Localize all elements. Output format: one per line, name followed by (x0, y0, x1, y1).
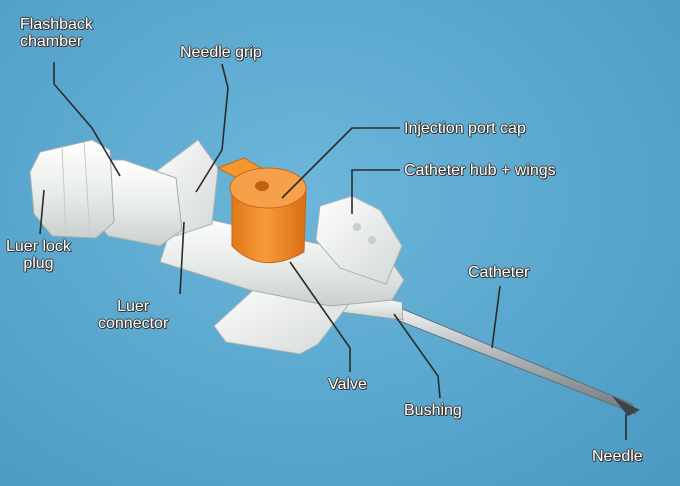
injection-port-cap (216, 157, 307, 264)
upper-wing (315, 195, 403, 285)
label-luer-lock-line2: plug (23, 255, 54, 272)
label-bushing: Bushing (404, 402, 462, 419)
luer-lock-plug-body (29, 139, 115, 239)
leader-catheter-hub (351, 169, 400, 214)
leader-needle-grip (195, 63, 229, 193)
label-catheter-hub-wings: Catheter hub + wings (404, 162, 556, 179)
leader-flashback (53, 62, 121, 177)
label-needle: Needle (592, 448, 643, 465)
label-flashback-line1: Flashback (20, 16, 93, 33)
label-flashback-chamber: Flashback chamber (20, 16, 93, 50)
leader-valve (289, 261, 351, 372)
label-luer-lock-plug: Luer lock plug (6, 238, 71, 272)
label-needle-grip: Needle grip (180, 44, 262, 61)
leader-luer-connector (179, 221, 185, 295)
label-injection-port-cap: Injection port cap (404, 120, 526, 137)
label-catheter: Catheter (468, 264, 530, 281)
leader-bushing (393, 313, 441, 399)
leader-injection-port-cap (281, 127, 400, 199)
leader-catheter (491, 285, 501, 349)
label-valve: Valve (328, 376, 367, 393)
label-luer-connector-line2: connector (98, 315, 169, 332)
needle-shaft (391, 305, 640, 416)
label-luer-lock-line1: Luer lock (6, 238, 71, 255)
label-luer-connector: Luer connector (98, 298, 168, 332)
label-luer-connector-line1: Luer (117, 298, 150, 315)
label-flashback-line2: chamber (20, 33, 83, 50)
leader-luer-lock-plug (39, 189, 45, 235)
